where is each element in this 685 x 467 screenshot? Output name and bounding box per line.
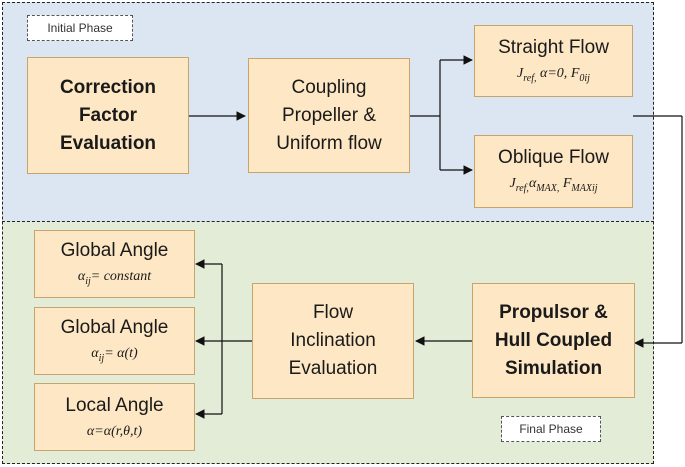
straight-flow-node: Straight Flow Jref, α=0, F0ij bbox=[474, 25, 633, 97]
propulsor-line-2: Hull Coupled bbox=[494, 329, 613, 351]
final-phase-label: Final Phase bbox=[501, 416, 601, 442]
local-angle-node: Local Angle α=α(r,θ,t) bbox=[34, 383, 195, 451]
phase-divider bbox=[2, 221, 654, 222]
correction-line-2: Factor bbox=[78, 104, 138, 126]
correction-line-3: Evaluation bbox=[59, 132, 157, 154]
global-angle-constant-node: Global Angle αij= constant bbox=[34, 230, 195, 298]
inclination-line-1: Flow bbox=[312, 302, 354, 323]
inclination-line-3: Evaluation bbox=[288, 358, 378, 379]
oblique-flow-params: Jref,αMAX, FMAXij bbox=[509, 176, 598, 194]
coupling-line-3: Uniform flow bbox=[276, 132, 382, 154]
correction-line-1: Correction bbox=[59, 76, 157, 98]
coupling-line-1: Coupling bbox=[291, 76, 367, 98]
propulsor-line-3: Simulation bbox=[504, 357, 603, 379]
initial-phase-label: Initial Phase bbox=[27, 15, 133, 41]
global-angle-2-title: Global Angle bbox=[60, 316, 169, 338]
flow-inclination-node: Flow Inclination Evaluation bbox=[252, 283, 414, 399]
global-angle-1-eq: αij= constant bbox=[77, 268, 152, 287]
straight-flow-title: Straight Flow bbox=[498, 36, 609, 58]
global-angle-time-node: Global Angle αij= α(t) bbox=[34, 307, 195, 375]
diagram-border bbox=[2, 2, 654, 464]
local-angle-title: Local Angle bbox=[65, 395, 164, 416]
propulsor-hull-node: Propulsor & Hull Coupled Simulation bbox=[472, 283, 635, 398]
coupling-line-2: Propeller & bbox=[282, 104, 376, 126]
global-angle-2-eq: αij= α(t) bbox=[91, 345, 138, 364]
correction-factor-node: Correction Factor Evaluation bbox=[27, 57, 189, 174]
global-angle-1-title: Global Angle bbox=[60, 239, 169, 261]
coupling-node: Coupling Propeller & Uniform flow bbox=[248, 58, 410, 173]
straight-flow-params: Jref, α=0, F0ij bbox=[517, 65, 590, 84]
local-angle-eq: α=α(r,θ,t) bbox=[86, 424, 143, 439]
inclination-line-2: Inclination bbox=[290, 330, 376, 351]
oblique-flow-title: Oblique Flow bbox=[498, 147, 609, 169]
oblique-flow-node: Oblique Flow Jref,αMAX, FMAXij bbox=[474, 135, 633, 208]
propulsor-line-1: Propulsor & bbox=[499, 301, 608, 323]
